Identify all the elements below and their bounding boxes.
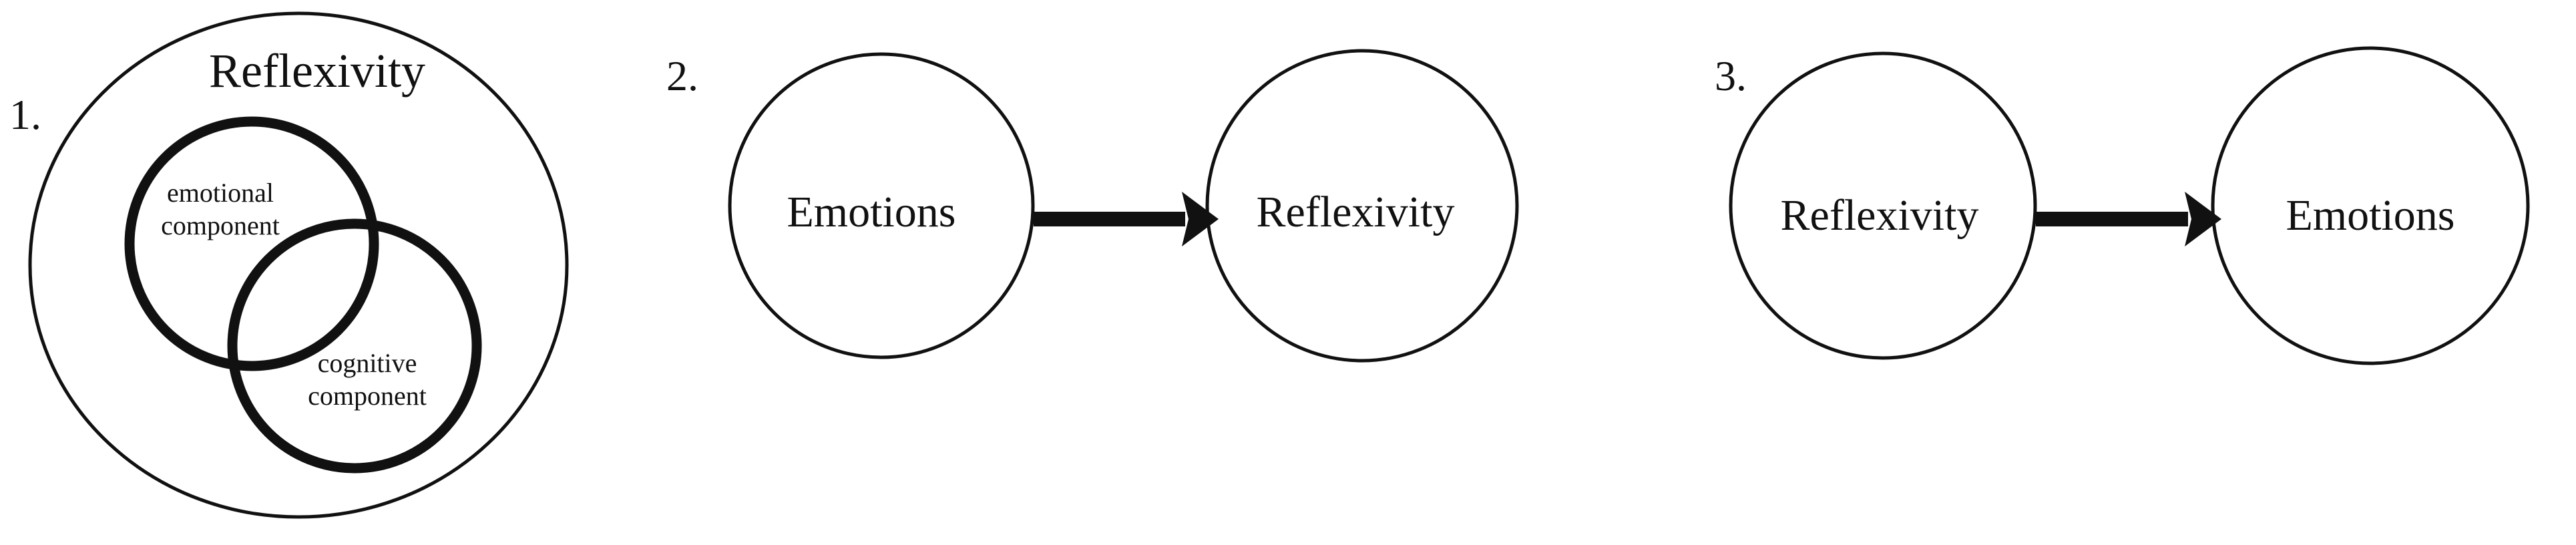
panel-1-canvas [28,11,569,519]
panel-3-reflexivity-to-emotions: 3. Reflexivity Emotions [1683,0,2576,545]
panel-2-canvas [728,49,1519,363]
outer-set-label-reflexivity: Reflexivity [209,44,425,98]
panel-2-arrow-head-icon [1182,192,1219,246]
inner-set-circle-cognitive-component [227,218,482,474]
inner-set-label-cognitive-component: cognitive component [267,347,467,413]
outer-set-circle-reflexivity [28,11,569,519]
inner-set-label-emotional-component: emotional component [120,177,320,242]
panel-2-number-label: 2. [666,52,698,100]
panel-1-nested-venn: 1. Reflexivity emotional component cogni… [0,0,654,545]
panel-3-arrow-head-icon [2185,192,2221,246]
panel-3-target-node-label: Emotions [2286,191,2455,240]
panel-2-target-node-circle [1205,49,1519,363]
panel-3-target-node-circle [2211,46,2530,365]
panel-2-source-node-circle [728,52,1035,359]
inner-set-label-cognitive-line1: cognitive [317,348,417,378]
panel-2-emotions-to-reflexivity: 2. Emotions Reflexivity [654,0,1683,545]
panel-3-source-node-circle [1729,51,2037,360]
inner-set-label-emotional-line1: emotional [167,178,274,208]
inner-set-circle-emotional-component [124,116,379,371]
inner-set-label-emotional-line2: component [161,210,280,240]
panel-1-number-label: 1. [9,91,41,138]
inner-set-label-cognitive-line2: component [308,380,427,411]
panel-2-source-node-label: Emotions [787,188,956,236]
panel-3-canvas [1729,46,2530,365]
panel-3-number-label: 3. [1715,52,1747,100]
panel-2-target-node-label: Reflexivity [1256,188,1455,236]
panel-3-source-node-label: Reflexivity [1780,191,1979,240]
